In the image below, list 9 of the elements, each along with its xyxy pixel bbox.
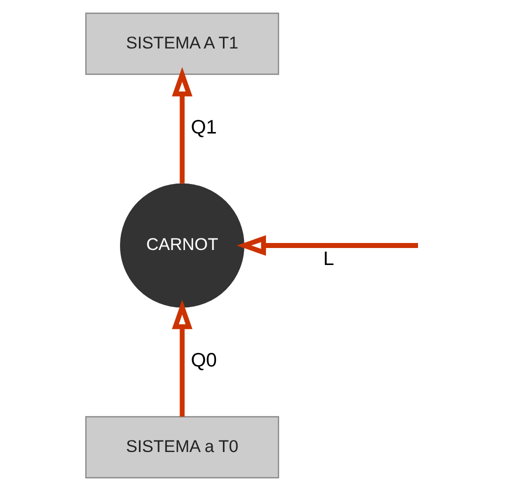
- node-circle: CARNOT: [120, 183, 244, 308]
- node-box: SISTEMA a T0: [85, 416, 280, 478]
- arrow: [172, 300, 192, 417]
- edge-label: Q1: [190, 116, 217, 139]
- edge-label: Q0: [190, 350, 217, 372]
- arrow: [236, 235, 418, 256]
- node-box: SISTEMA A T1: [85, 12, 280, 75]
- edge-label: L: [323, 248, 334, 270]
- arrow: [172, 67, 192, 184]
